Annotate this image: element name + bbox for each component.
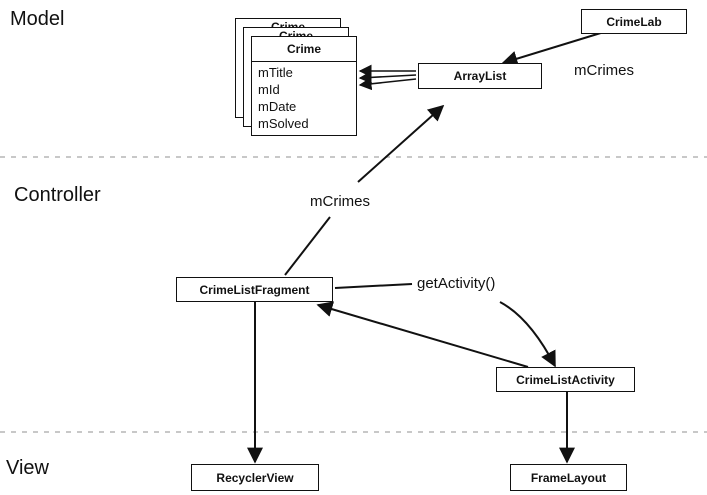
edge-label-fragment-mcrimes: mCrimes xyxy=(310,193,370,210)
edge-label-getactivity: getActivity() xyxy=(417,275,496,292)
arrow-getactivity-to-activity xyxy=(499,301,556,368)
section-label-model: Model xyxy=(10,8,65,30)
node-crimelab: CrimeLab xyxy=(581,9,687,34)
node-crimelistactivity: CrimeListActivity xyxy=(496,367,635,392)
node-recyclerview: RecyclerView xyxy=(191,464,319,491)
arrow-arraylist-to-crime-2 xyxy=(358,70,417,84)
node-crimelistfragment: CrimeListFragment xyxy=(176,277,333,302)
section-label-view: View xyxy=(6,457,49,479)
arrow-activity-to-fragment xyxy=(316,301,529,368)
arrow-fragment-to-arraylist-lower xyxy=(284,216,331,276)
edge-label-crimelab-mcrimes: mCrimes xyxy=(574,62,634,79)
crime-class-title: Crime xyxy=(252,37,356,62)
arrow-crimelab-to-arraylist xyxy=(501,31,605,67)
node-framelayout: FrameLayout xyxy=(510,464,627,491)
crime-field-mid: mId xyxy=(258,82,280,97)
arrow-fragment-to-arraylist-upper xyxy=(357,104,445,183)
edge-fragment-to-label xyxy=(334,283,413,289)
crime-field-list: mTitle mId mDate mSolved xyxy=(252,62,356,132)
crime-class-box: Crime mTitle mId mDate mSolved xyxy=(251,36,357,136)
node-arraylist: ArrayList xyxy=(418,63,542,89)
section-label-controller: Controller xyxy=(14,184,101,206)
crime-field-mdate: mDate xyxy=(258,99,297,114)
arrow-arraylist-to-crime-3 xyxy=(358,77,417,91)
crime-field-mtitle: mTitle xyxy=(258,65,293,80)
crime-field-msolved: mSolved xyxy=(258,116,309,131)
